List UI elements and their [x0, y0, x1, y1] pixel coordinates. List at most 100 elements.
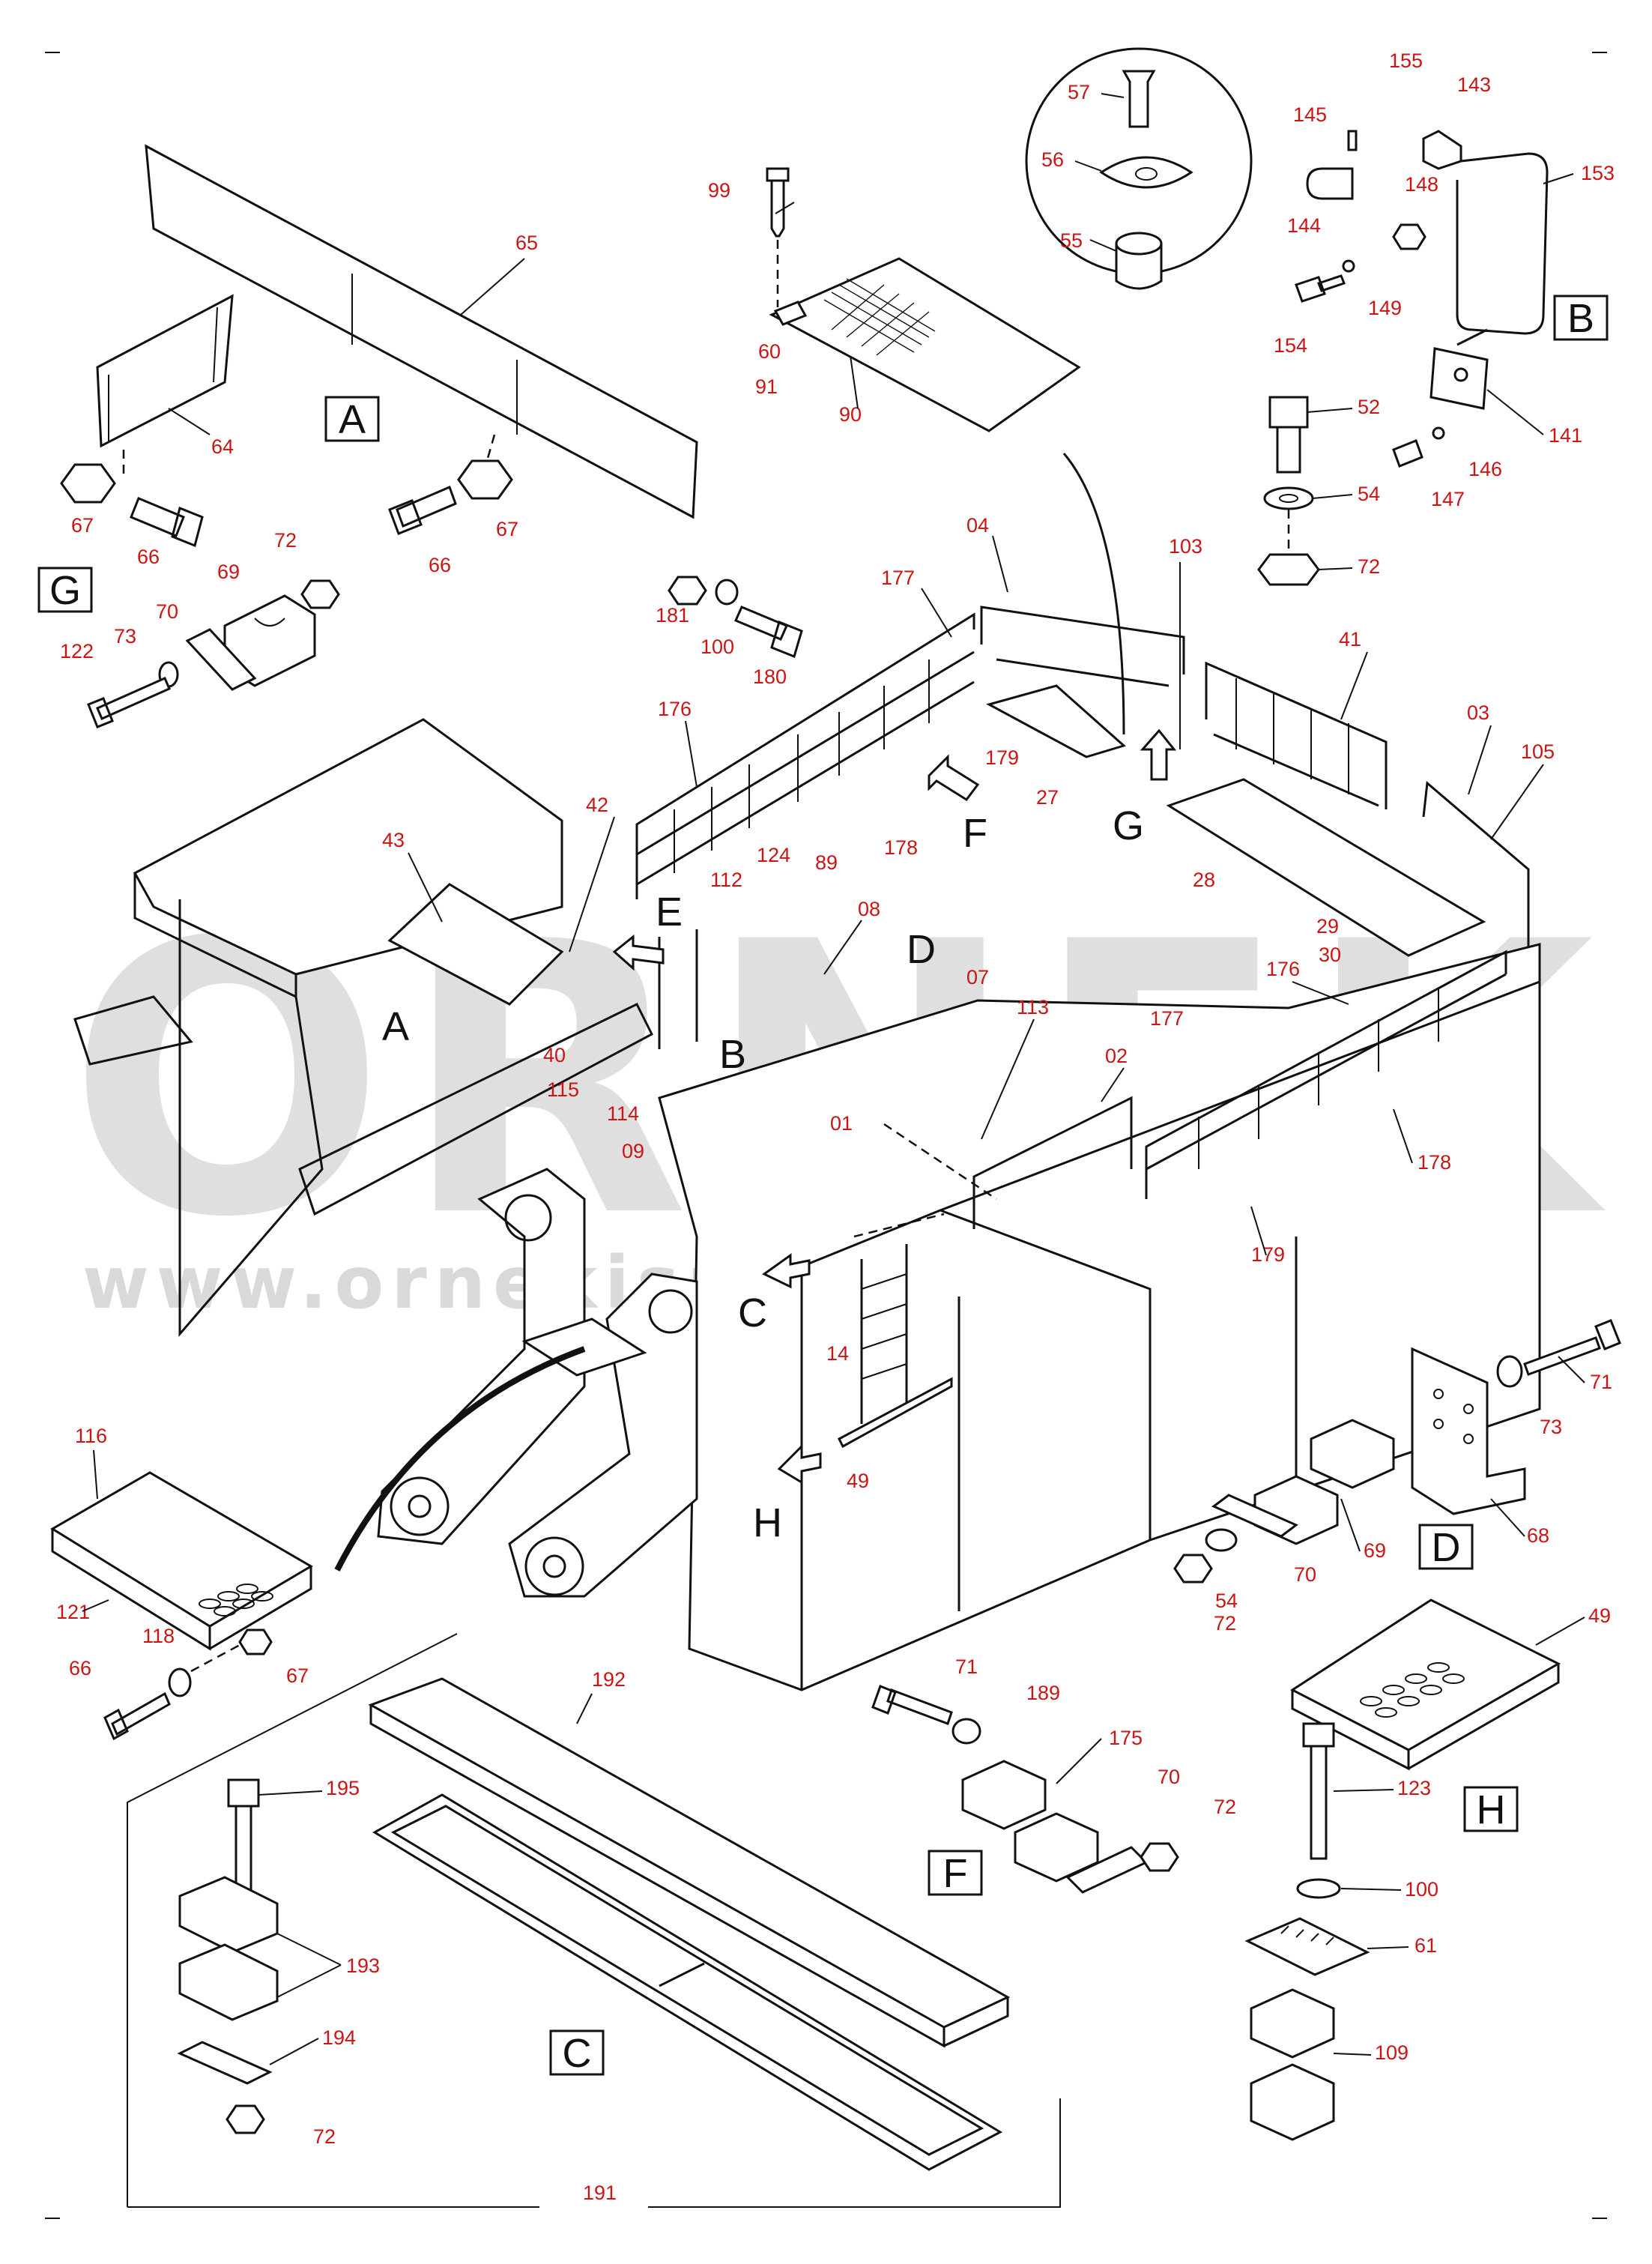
- nut-72-f: [1140, 1842, 1179, 1872]
- callout-label: 57: [1068, 81, 1090, 103]
- handrails: [387, 453, 1530, 1449]
- callout-label: 114: [607, 1102, 639, 1125]
- callout-label: 181: [656, 604, 689, 627]
- bolt-stack-52: [1257, 396, 1320, 586]
- callout-label: 49: [1588, 1605, 1611, 1627]
- callout-label: 193: [346, 1954, 380, 1977]
- callout-label: 14: [826, 1342, 849, 1365]
- letter-b: B: [719, 1032, 746, 1077]
- walkway-plate-assembly: [766, 167, 1081, 432]
- callout-label: 66: [429, 554, 451, 576]
- clamp-assembly-f: [871, 1685, 1179, 1894]
- rail-posts-front: [1198, 989, 1439, 1169]
- clamp-69-d-top: [1310, 1419, 1395, 1489]
- letter-h: H: [753, 1500, 782, 1545]
- callout-label: 100: [1405, 1878, 1438, 1901]
- callout-label: 60: [758, 340, 781, 363]
- bolt-122-g: [87, 677, 171, 728]
- letter-a: A: [382, 1004, 409, 1049]
- letter-e: E: [656, 890, 683, 935]
- arrow-f: [928, 754, 980, 802]
- callout-label: 02: [1105, 1045, 1128, 1067]
- callout-label: 179: [985, 746, 1019, 769]
- bolt-66-b: [388, 485, 457, 535]
- ladder-rungs: [861, 1273, 907, 1380]
- callout-label: 40: [543, 1044, 566, 1066]
- callout-label: 70: [156, 600, 178, 623]
- washer-100-a: [715, 579, 739, 606]
- callout-label: 189: [1026, 1682, 1060, 1704]
- callout-label: 112: [710, 869, 742, 891]
- callout-label: 07: [966, 966, 989, 988]
- callout-label: 179: [1251, 1243, 1285, 1266]
- arrow-g: [1140, 728, 1177, 781]
- walkway-plate-90: [769, 257, 1081, 432]
- callout-label: 70: [1294, 1563, 1316, 1586]
- washer-54-top: [1263, 486, 1314, 510]
- callout-label: 30: [1319, 944, 1341, 966]
- callout-label: 99: [708, 179, 730, 202]
- nut-72-g: [300, 579, 340, 609]
- callout-label: 115: [547, 1078, 579, 1101]
- callout-label: 55: [1060, 229, 1083, 252]
- callout-label: 72: [274, 529, 297, 552]
- bolt-180: [734, 606, 803, 659]
- callout-label: 04: [966, 514, 989, 537]
- spacer-56: [1099, 156, 1193, 189]
- callout-label: 70: [1158, 1766, 1180, 1788]
- ladder-14: [860, 1244, 908, 1424]
- plate-27: [986, 684, 1127, 758]
- callout-label: 72: [313, 2125, 336, 2148]
- callout-label: 153: [1581, 162, 1615, 184]
- nut-67-a: [60, 463, 116, 504]
- callout-label: 143: [1457, 73, 1491, 96]
- crop-marks: [45, 52, 1607, 2219]
- callout-label: 191: [583, 2182, 617, 2204]
- svg-text:D: D: [1432, 1525, 1461, 1570]
- nut-67-b: [457, 459, 513, 500]
- step-49: [838, 1377, 953, 1449]
- washer-146: [1432, 426, 1445, 440]
- rail-fasteners: [668, 576, 803, 659]
- callout-label: 176: [658, 698, 692, 720]
- callout-label: 43: [382, 829, 405, 851]
- callouts: 65 64 67 66 66 67 72 69 70 73 122 99 60 …: [56, 49, 1615, 2204]
- view-box-b: B: [1553, 295, 1609, 341]
- washer-118: [168, 1667, 192, 1697]
- svg-text:G: G: [49, 568, 81, 613]
- callout-label: 68: [1527, 1524, 1549, 1547]
- callout-label: 67: [71, 514, 94, 537]
- pin-145: [1347, 130, 1358, 151]
- callout-label: 149: [1368, 297, 1402, 319]
- bushing-55: [1115, 244, 1163, 290]
- callout-label: 28: [1193, 869, 1215, 891]
- rail-176-top: [635, 612, 975, 899]
- callout-label: 71: [1590, 1371, 1612, 1393]
- rail-posts-right: [1235, 678, 1349, 794]
- callout-label: 01: [830, 1112, 853, 1135]
- bolt-99: [770, 175, 785, 238]
- arrow-c: [762, 1253, 811, 1289]
- callout-label: 91: [755, 375, 778, 398]
- callout-label: 52: [1358, 396, 1380, 418]
- arrow-h: [777, 1443, 822, 1485]
- callout-label: 66: [137, 546, 160, 568]
- callout-label: 148: [1405, 173, 1438, 196]
- gate-frame-153: [1456, 152, 1549, 335]
- callout-label: 180: [753, 665, 787, 688]
- view-box-h: H: [1463, 1786, 1519, 1832]
- cover-plate-65: [145, 144, 698, 519]
- nut-72-top: [1257, 553, 1320, 586]
- plate-194: [177, 2041, 273, 2085]
- letter-d: D: [907, 927, 936, 972]
- clamp-109-bottom: [1250, 2063, 1335, 2141]
- callout-label: 72: [1358, 555, 1380, 578]
- arrow-e: [612, 934, 665, 971]
- walkway-28: [1166, 778, 1486, 957]
- callout-label: 54: [1358, 483, 1380, 505]
- callout-label: 03: [1467, 701, 1489, 724]
- callout-label: 194: [322, 2026, 356, 2049]
- svg-text:H: H: [1477, 1787, 1506, 1832]
- nut-72-d: [1173, 1554, 1213, 1584]
- callout-label: 155: [1389, 49, 1423, 72]
